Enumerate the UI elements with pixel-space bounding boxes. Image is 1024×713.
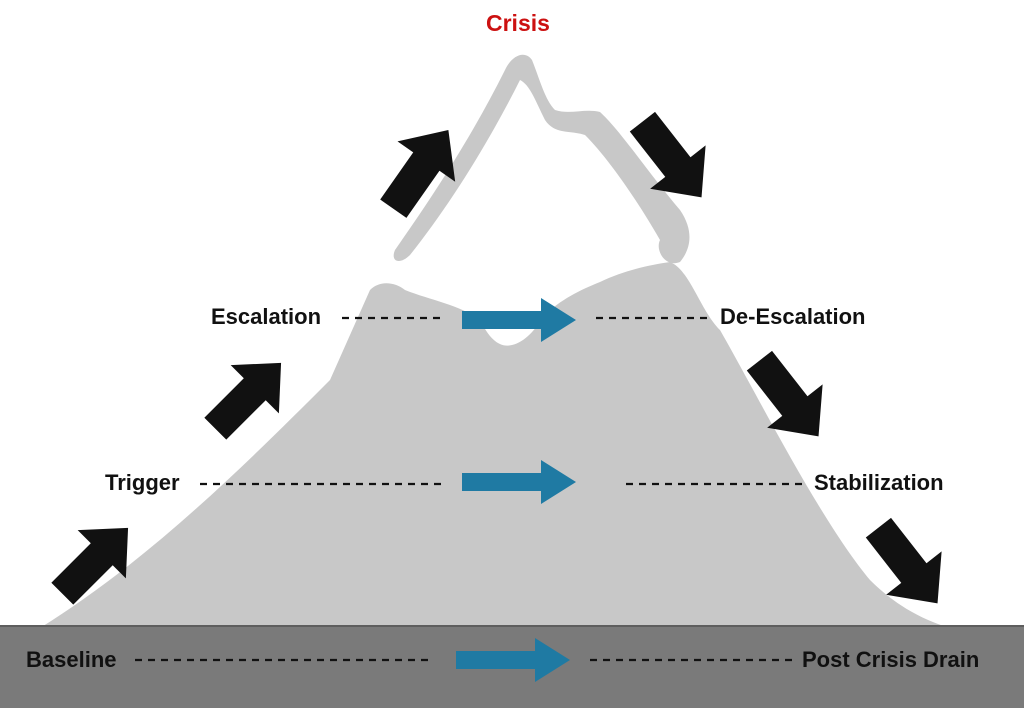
trigger-label: Trigger xyxy=(105,470,180,495)
arrow-up-icon xyxy=(380,130,456,218)
arrow-right-icon xyxy=(462,460,576,504)
falling-arrows xyxy=(629,111,942,604)
crisis-label: Crisis xyxy=(486,10,550,36)
de-escalation-label: De-Escalation xyxy=(720,304,866,329)
baseline-label: Baseline xyxy=(26,647,117,672)
escalation-label: Escalation xyxy=(211,304,322,329)
arrow-right-icon xyxy=(456,638,570,682)
mountain-shape xyxy=(40,262,950,628)
dashed-guides xyxy=(135,316,808,662)
arrow-down-icon xyxy=(629,111,706,198)
arrow-up-icon xyxy=(51,527,129,605)
post-crisis-drain-label: Post Crisis Drain xyxy=(802,647,980,672)
arrow-right-icon xyxy=(462,298,576,342)
arrow-down-icon xyxy=(746,350,823,437)
stabilization-label: Stabilization xyxy=(814,470,944,495)
summit-band xyxy=(393,54,690,264)
arrow-up-icon xyxy=(204,362,282,440)
arrow-down-icon xyxy=(865,517,942,604)
flow-arrows xyxy=(456,298,576,682)
rising-arrows xyxy=(51,130,456,605)
